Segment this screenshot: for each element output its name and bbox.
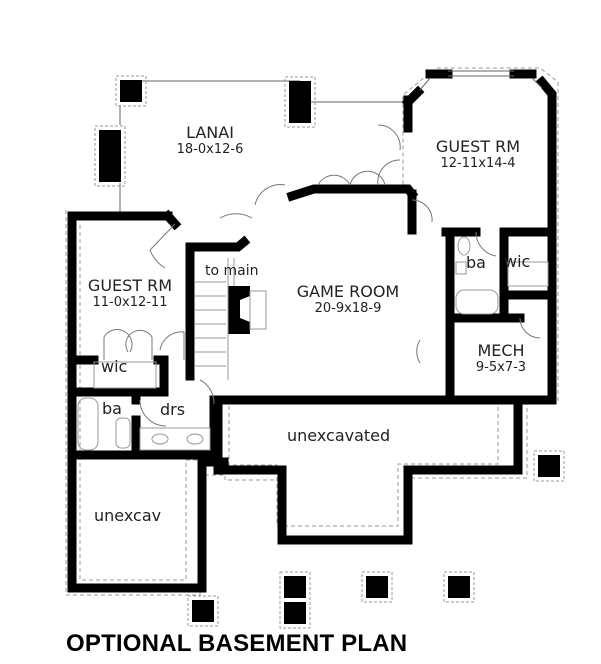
room-name: MECH — [477, 341, 525, 360]
label-unexcavated: unexcavated — [287, 426, 391, 445]
room-dimensions: 20-9x18-9 — [314, 301, 382, 316]
room-name: LANAI — [186, 123, 234, 142]
columns — [99, 80, 560, 624]
room-game-room: GAME ROOM 20-9x18-9 — [278, 282, 418, 317]
label-ba-right: ba — [466, 253, 486, 272]
label-drs: drs — [160, 400, 186, 419]
room-dimensions: 12-11x14-4 — [440, 156, 516, 171]
room-dimensions: 18-0x12-6 — [176, 142, 244, 157]
room-guest-rm-left: GUEST RM 11-0x12-11 — [72, 276, 188, 311]
room-guest-rm-right: GUEST RM 12-11x14-4 — [418, 137, 538, 172]
label-wic-right: wic — [504, 252, 531, 271]
room-name: GUEST RM — [435, 137, 521, 156]
room-dimensions: 9-5x7-3 — [475, 360, 527, 375]
label-wic-left: wic — [101, 357, 128, 376]
room-lanai: LANAI 18-0x12-6 — [150, 123, 270, 158]
room-name: GUEST RM — [87, 276, 173, 295]
label-to-main: to main — [205, 263, 259, 279]
label-ba-left: ba — [102, 399, 122, 418]
room-mech: MECH 9-5x7-3 — [458, 341, 544, 376]
room-name: GAME ROOM — [296, 282, 400, 301]
room-dimensions: 11-0x12-11 — [92, 295, 168, 310]
plan-title: OPTIONAL BASEMENT PLAN — [66, 630, 408, 657]
label-unexcav: unexcav — [94, 506, 162, 525]
